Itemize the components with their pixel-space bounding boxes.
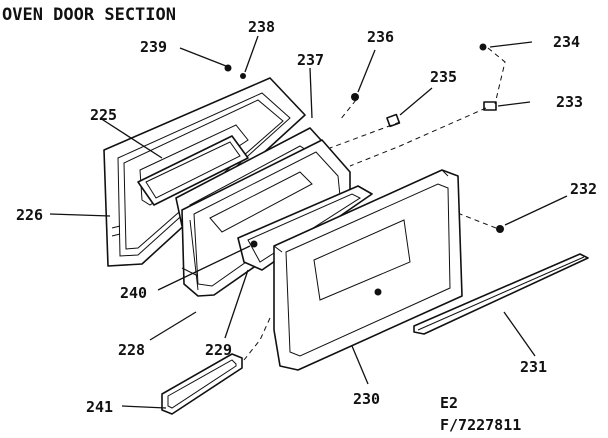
label-239: 239 — [140, 38, 167, 56]
label-234: 234 — [553, 33, 580, 51]
part-231-handle-trim — [413, 253, 589, 335]
label-240: 240 — [120, 284, 147, 302]
label-225: 225 — [90, 106, 117, 124]
label-230: 230 — [353, 390, 380, 408]
label-237: 237 — [297, 51, 324, 69]
part-236-screw — [351, 93, 359, 101]
part-233-clip — [483, 101, 497, 111]
drawing-number: F/7227811 — [440, 416, 521, 434]
part-225-insulation-panel — [137, 135, 249, 206]
part-239-screw — [224, 64, 232, 72]
part-234-screw — [479, 43, 487, 51]
label-241: 241 — [86, 398, 113, 416]
leader-lines — [49, 35, 568, 409]
drawing-code: E2 — [440, 394, 458, 412]
part-235-bracket — [386, 113, 401, 128]
part-232-screw — [496, 225, 504, 233]
part-230-outer-door-panel — [273, 169, 463, 371]
assembly-dashed-lines — [243, 47, 506, 361]
label-226: 226 — [16, 206, 43, 224]
label-232: 232 — [570, 180, 597, 198]
part-labels: 239 238 237 236 235 234 233 232 225 226 … — [16, 18, 597, 416]
label-238: 238 — [248, 18, 275, 36]
label-235: 235 — [430, 68, 457, 86]
diagram-title: OVEN DOOR SECTION — [2, 5, 176, 25]
part-241-door-gasket — [161, 353, 243, 415]
label-233: 233 — [556, 93, 583, 111]
label-236: 236 — [367, 28, 394, 46]
part-238-screw — [240, 73, 246, 79]
label-231: 231 — [520, 358, 547, 376]
hardware-screws — [224, 43, 504, 296]
part-230-screw — [374, 288, 382, 296]
part-240-screw — [250, 240, 258, 248]
label-229: 229 — [205, 341, 232, 359]
label-228: 228 — [118, 341, 145, 359]
